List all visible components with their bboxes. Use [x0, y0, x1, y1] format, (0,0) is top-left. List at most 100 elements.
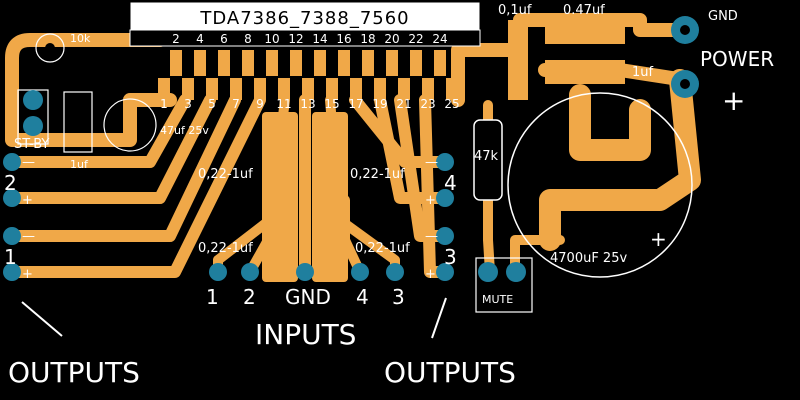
mute-connector-outline — [475, 257, 533, 313]
chip-pin-top-pad — [434, 50, 446, 76]
chip-pin-bottom-pad — [254, 78, 266, 100]
chip-pin-bottom-label: 9 — [256, 97, 264, 111]
inputs-label: INPUTS — [255, 318, 356, 351]
input-cap-label-4: 0,22-1uf — [355, 241, 410, 256]
out1-minus-sign: — — [22, 229, 35, 244]
gnd-top-label: GND — [708, 9, 738, 24]
pad-gnd-hole — [680, 25, 690, 35]
pad-out4-plus — [436, 189, 454, 207]
cap-01uf-pad — [508, 20, 528, 100]
pad-mute-2 — [506, 262, 526, 282]
chip-pin-top-label: 4 — [196, 32, 204, 46]
trace-out1-minus — [4, 94, 241, 242]
chip-pin-top-label: 6 — [220, 32, 228, 46]
chip-pin-bottom-pad — [278, 78, 290, 100]
out4-number: 4 — [444, 171, 457, 195]
outputs-left-label: OUTPUTS — [8, 356, 140, 389]
chip-pin-bottom-pad — [326, 78, 338, 100]
standby-pin-2 — [23, 116, 43, 136]
chip-pin-top-pad — [266, 50, 278, 76]
trace-bigcap-top — [569, 84, 651, 161]
cap-4700uf-outline — [507, 92, 693, 278]
chip-pin-bottom-pad — [230, 78, 242, 100]
pad-in2 — [241, 263, 259, 281]
cap-1uf-left — [63, 91, 93, 153]
input-cap-label-1: 0,22-1uf — [198, 167, 253, 182]
input-1-label: 1 — [206, 285, 219, 309]
out1-plus-sign: + — [22, 267, 33, 282]
trace-out3-plus — [419, 94, 451, 278]
components: 10k ST-BY 47uf 25v 1uf 0,22-1uf 0,22-1uf… — [14, 3, 693, 278]
chip-pin-top-label: 20 — [384, 32, 399, 46]
chip-pin-top-pad — [218, 50, 230, 76]
chip-pin-top-label: 8 — [244, 32, 252, 46]
chip-pin-top-label: 10 — [264, 32, 279, 46]
trace-standby-loop — [5, 33, 177, 147]
chip-pin-bottom-pad — [350, 78, 362, 100]
cap-4700uf-label: 4700uF 25v — [550, 251, 627, 266]
cap-1uf-right-label: 1uf — [632, 65, 654, 80]
input-cap-label-2: 0,22-1uf — [198, 241, 253, 256]
trimmer-10k — [35, 33, 65, 63]
chip-pin-bottom-label: 5 — [208, 97, 216, 111]
chip-pin-bottom-label: 3 — [184, 97, 192, 111]
pad-power-hole — [680, 79, 690, 89]
chip-pin-top-label: 24 — [432, 32, 447, 46]
cap-047uf-label: 0.47uf — [563, 3, 605, 18]
outputs-right-pointer — [431, 297, 447, 339]
connection-pads — [3, 16, 699, 282]
out4-minus-sign: — — [425, 155, 438, 170]
cap-1uf-right-pad — [545, 60, 625, 84]
pad-in-gnd — [296, 263, 314, 281]
input-cap-column-left — [262, 112, 298, 282]
chip-pin-top-pad — [170, 50, 182, 76]
out4-plus-sign: + — [425, 193, 436, 208]
chip-pin-bottom-pad — [206, 78, 218, 100]
trace-out2-plus — [4, 94, 216, 204]
resistor-47k — [473, 119, 503, 201]
out3-plus-sign: + — [425, 267, 436, 282]
chip-pin-top-pad — [290, 50, 302, 76]
chip-pin-top-pad — [314, 50, 326, 76]
trimmer-hole — [45, 43, 55, 53]
trace-out1-plus — [4, 94, 266, 278]
trimmer-label: 10k — [70, 32, 91, 45]
chip-pin-bottom-label: 17 — [348, 97, 363, 111]
chip-pin-top-label: 18 — [360, 32, 375, 46]
chip-pin-top-label: 16 — [336, 32, 351, 46]
input-gnd-label: GND — [285, 285, 331, 309]
chip-pin-top-label: 12 — [288, 32, 303, 46]
chip-pin-bottom-pad — [446, 78, 458, 100]
power-label: POWER — [700, 47, 774, 71]
pad-out3-minus — [436, 227, 454, 245]
trace-mute-gnd — [510, 235, 565, 277]
standby-pin-1 — [23, 90, 43, 110]
chip-pin-bottom-label: 15 — [324, 97, 339, 111]
chip-pin-bottom-pad — [422, 78, 434, 100]
out2-plus-sign: + — [22, 193, 33, 208]
trace-out2-minus — [4, 94, 191, 168]
cap-4700uf-plus: + — [650, 227, 667, 251]
chip-pin-bottom-pad — [182, 78, 194, 100]
pad-out2-minus — [3, 153, 21, 171]
cap-01uf-label: 0,1uf — [498, 3, 532, 18]
chip-pin-top-label: 22 — [408, 32, 423, 46]
input-4-label: 4 — [356, 285, 369, 309]
chip-pin-strip — [129, 29, 481, 47]
chip-label: TDA7386_7388_7560 — [199, 8, 409, 29]
power-plus-label: + — [722, 84, 745, 117]
chip-pin-bottom-label: 25 — [444, 97, 459, 111]
resistor-label: 47k — [474, 149, 499, 164]
pad-in3 — [386, 263, 404, 281]
pad-out1-minus — [3, 227, 21, 245]
chip-pin-top-pad — [194, 50, 206, 76]
chip-pin-top-pad — [362, 50, 374, 76]
input-3-label: 3 — [392, 285, 405, 309]
chip-pin-bottom-pad — [158, 78, 170, 100]
chip-pin-bottom-label: 13 — [300, 97, 315, 111]
trace-bigcap-bottom — [539, 69, 701, 251]
chip-pin-bottom-pad — [398, 78, 410, 100]
cap-47uf — [103, 98, 157, 152]
